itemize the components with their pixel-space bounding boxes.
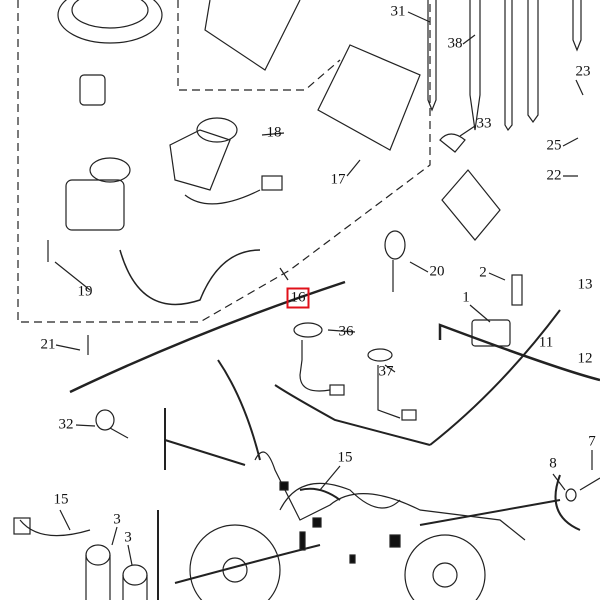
- callout-label-22: 22: [546, 167, 562, 184]
- callout-label-11: 11: [538, 334, 554, 351]
- callout-label-8: 8: [549, 455, 557, 472]
- callout-label-36: 36: [338, 323, 354, 340]
- callout-label-25: 25: [546, 137, 562, 154]
- callout-label-13: 13: [577, 276, 593, 293]
- callout-label-38: 38: [447, 35, 463, 52]
- callout-label-3-second: 3: [124, 529, 132, 546]
- group-dashed-box: [17, 0, 431, 323]
- callout-label-7: 7: [588, 433, 596, 450]
- callout-label-19: 19: [77, 283, 93, 300]
- callout-label-20: 20: [429, 263, 445, 280]
- callout-label-12: 12: [577, 350, 593, 367]
- callout-label-23: 23: [575, 63, 591, 80]
- callout-label-3: 3: [113, 511, 121, 528]
- callout-label-21: 21: [40, 336, 56, 353]
- callout-label-37: 37: [378, 363, 394, 380]
- callout-label-15: 15: [337, 449, 353, 466]
- callout-label-1: 1: [462, 289, 470, 306]
- callout-label-17: 17: [330, 171, 346, 188]
- callout-label-31: 31: [390, 3, 406, 20]
- callout-label-16-highlighted[interactable]: 16: [286, 287, 310, 309]
- callout-label-2: 2: [479, 264, 487, 281]
- callout-label-32: 32: [58, 416, 74, 433]
- callout-label-33: 33: [476, 115, 492, 132]
- callout-label-15-left: 15: [53, 491, 69, 508]
- callout-label-18: 18: [266, 124, 282, 141]
